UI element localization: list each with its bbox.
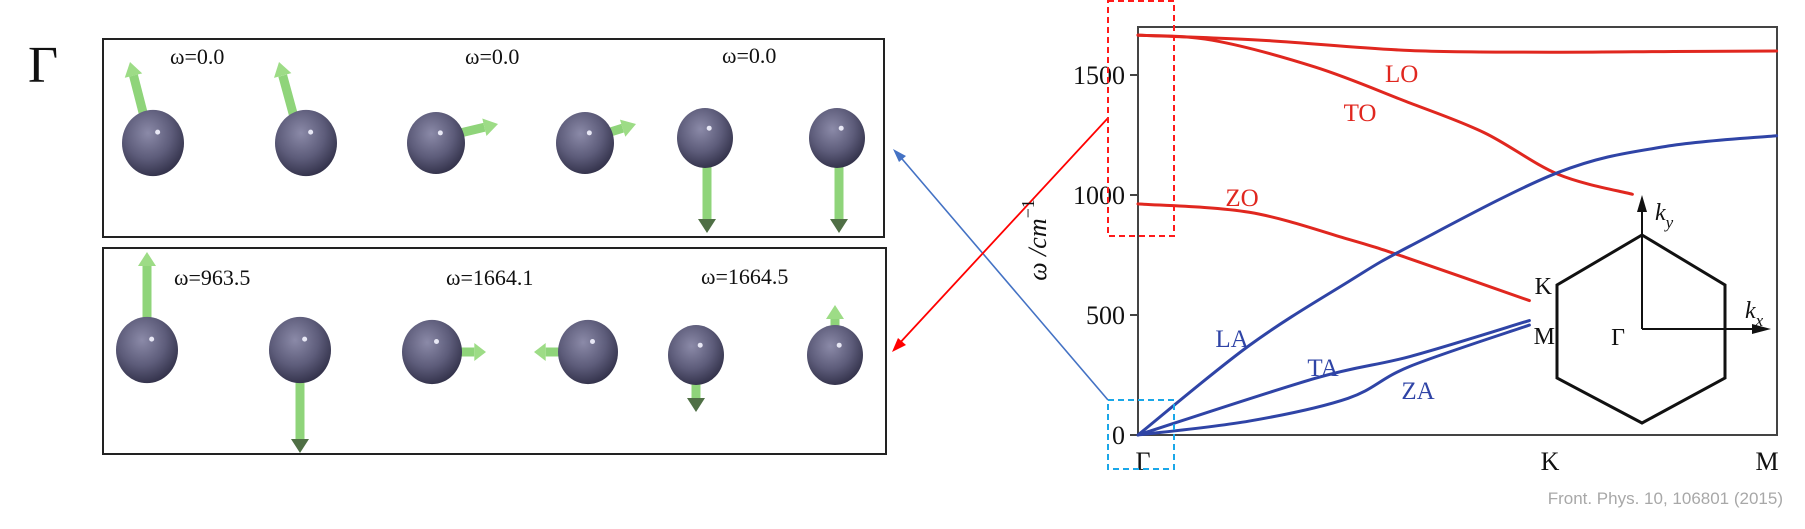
displacement-arrow-icon xyxy=(460,343,486,361)
atom xyxy=(809,108,865,168)
mode-frequency-label: ω=963.5 xyxy=(174,265,250,290)
x-tick-label-k: K xyxy=(1541,447,1560,476)
y-axis-label-text: ω /cm xyxy=(1023,218,1052,280)
mode-frequency-label: ω=0.0 xyxy=(170,44,224,69)
y-tick-label: 0 xyxy=(1112,421,1125,450)
molecule xyxy=(402,319,618,385)
acoustic-link-arrowhead-icon xyxy=(893,149,906,162)
molecule xyxy=(407,111,636,175)
molecule xyxy=(116,252,331,453)
atom xyxy=(122,109,184,177)
y-axis-label-exponent: −1 xyxy=(1018,199,1038,218)
mode-frequency-label: ω=1664.1 xyxy=(446,265,533,290)
atom xyxy=(558,319,618,385)
inset-label-kx: kx xyxy=(1745,298,1764,330)
molecule xyxy=(668,305,863,412)
curve-la xyxy=(1136,134,1779,437)
optical-link-arrow xyxy=(896,117,1109,347)
curve-zo xyxy=(1136,202,1531,303)
dispersion-curves xyxy=(1136,33,1779,437)
y-axis-ticks xyxy=(1130,74,1138,436)
atom xyxy=(807,325,863,385)
ky-arrowhead-icon xyxy=(1637,195,1647,212)
x-tick-label-m: M xyxy=(1755,447,1778,476)
curve-za xyxy=(1136,323,1531,437)
atom xyxy=(668,325,724,385)
displacement-arrow-icon xyxy=(534,343,560,361)
y-axis-label: ω /cm−1 xyxy=(1018,199,1052,281)
svg-text:ω /cm−1: ω /cm−1 xyxy=(1018,199,1052,281)
atom xyxy=(407,111,465,175)
curve-label-to: TO xyxy=(1344,100,1377,127)
optical-link-arrowhead-icon xyxy=(892,338,906,352)
atom xyxy=(677,108,733,168)
y-tick-label: 500 xyxy=(1086,301,1125,330)
curve-label-za: ZA xyxy=(1401,378,1434,405)
atom xyxy=(556,111,614,175)
acoustic-highlight-box xyxy=(1107,399,1175,470)
molecule-drawings xyxy=(116,62,865,453)
inset-label-ky: ky xyxy=(1655,200,1674,232)
curve-label-la: LA xyxy=(1215,326,1248,353)
gamma-point-label: Γ xyxy=(28,37,58,94)
ky-subscript: y xyxy=(1664,213,1674,232)
mode-frequency-label: ω=0.0 xyxy=(465,44,519,69)
y-tick-label: 1500 xyxy=(1073,61,1125,90)
kx-arrowhead-icon xyxy=(1752,324,1771,334)
kx-base: k xyxy=(1745,298,1756,324)
inset-label-m: M xyxy=(1534,324,1555,350)
plot-frame xyxy=(1137,26,1778,436)
curve-label-lo: LO xyxy=(1385,61,1418,88)
curve-label-zo: ZO xyxy=(1225,185,1258,212)
x-tick-label-gamma: Γ xyxy=(1135,447,1150,476)
hexagon-brillouin-zone xyxy=(1555,233,1727,425)
brillouin-zone-inset: K M Γ ky kx xyxy=(1534,195,1771,425)
curve-to xyxy=(1136,33,1634,196)
inset-label-gamma: Γ xyxy=(1611,325,1625,351)
ky-base: k xyxy=(1655,200,1666,226)
inset-label-k: K xyxy=(1535,274,1553,300)
optical-highlight-box xyxy=(1107,0,1175,237)
atom xyxy=(402,319,462,385)
acoustic-link-arrow xyxy=(896,152,1109,401)
citation: Front. Phys. 10, 106801 (2015) xyxy=(1548,489,1783,508)
atom xyxy=(275,109,337,177)
atom xyxy=(269,316,331,384)
molecule xyxy=(677,108,865,233)
molecule xyxy=(122,62,337,177)
curve-ta xyxy=(1136,319,1531,437)
kx-subscript: x xyxy=(1755,311,1764,330)
y-tick-label: 1000 xyxy=(1073,181,1125,210)
curve-lo xyxy=(1136,33,1779,54)
atom xyxy=(116,316,178,384)
mode-frequency-label: ω=0.0 xyxy=(722,43,776,68)
curve-label-ta: TA xyxy=(1307,355,1338,382)
mode-frequency-label: ω=1664.5 xyxy=(701,264,788,289)
